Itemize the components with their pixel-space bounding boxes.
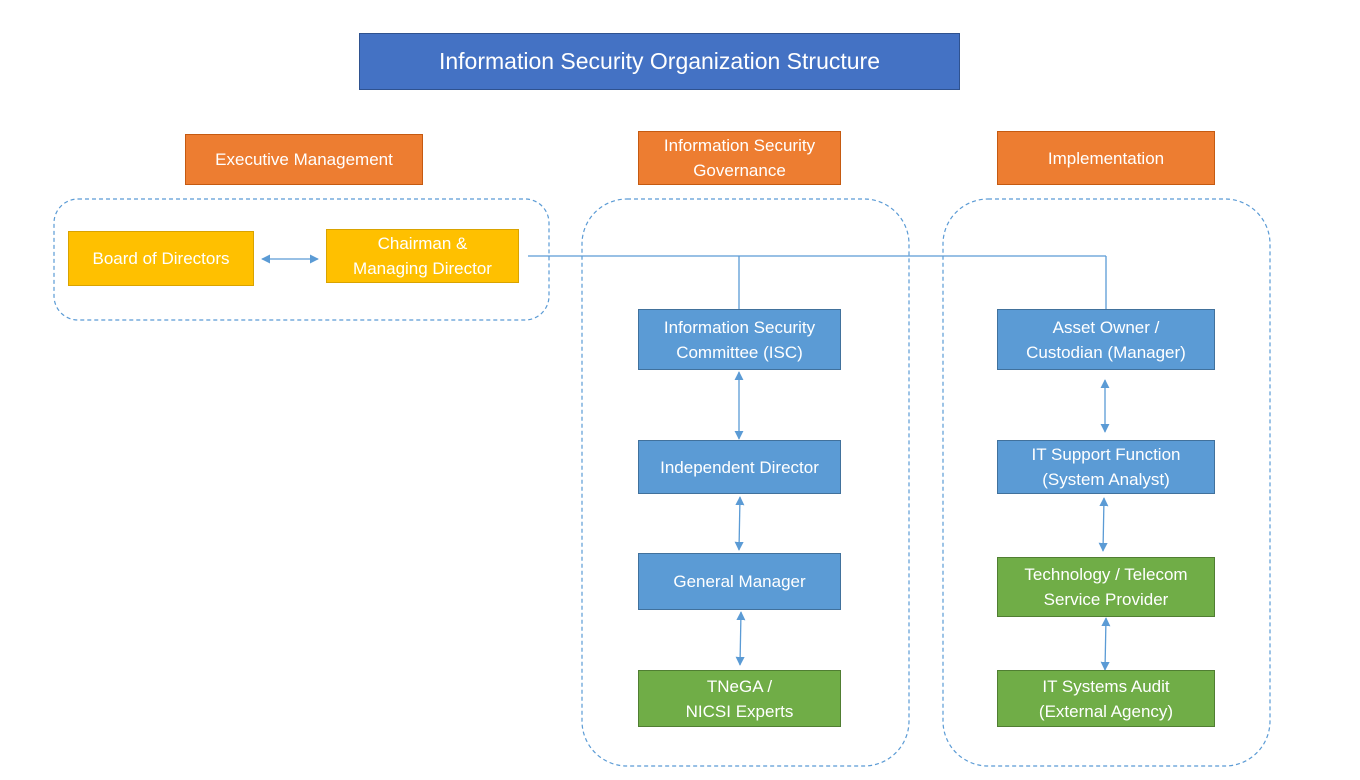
board-of-directors-node: Board of Directors bbox=[68, 231, 254, 286]
executive-management-header: Executive Management bbox=[185, 134, 423, 185]
general-manager-node: General Manager bbox=[638, 553, 841, 610]
tnega-node: TNeGA / NICSI Experts bbox=[638, 670, 841, 727]
diagram-title: Information Security Organization Struct… bbox=[359, 33, 960, 90]
telecom-audit-arrow bbox=[1100, 617, 1111, 671]
governance-header: Information Security Governance bbox=[638, 131, 841, 185]
chairman-node: Chairman & Managing Director bbox=[326, 229, 519, 283]
asset-owner-node: Asset Owner / Custodian (Manager) bbox=[997, 309, 1215, 370]
telecom-provider-node: Technology / Telecom Service Provider bbox=[997, 557, 1215, 617]
governance-group-outline bbox=[581, 198, 910, 767]
it-audit-node: IT Systems Audit (External Agency) bbox=[997, 670, 1215, 727]
implementation-group-outline bbox=[942, 198, 1271, 767]
implementation-header: Implementation bbox=[997, 131, 1215, 185]
executive-group-outline bbox=[53, 198, 550, 321]
independent-director-node: Independent Director bbox=[638, 440, 841, 494]
support-telecom-arrow bbox=[1098, 497, 1109, 552]
director-manager-arrow bbox=[734, 496, 745, 551]
isc-node: Information Security Committee (ISC) bbox=[638, 309, 841, 370]
it-support-node: IT Support Function (System Analyst) bbox=[997, 440, 1215, 494]
manager-tnega-arrow bbox=[735, 611, 746, 666]
